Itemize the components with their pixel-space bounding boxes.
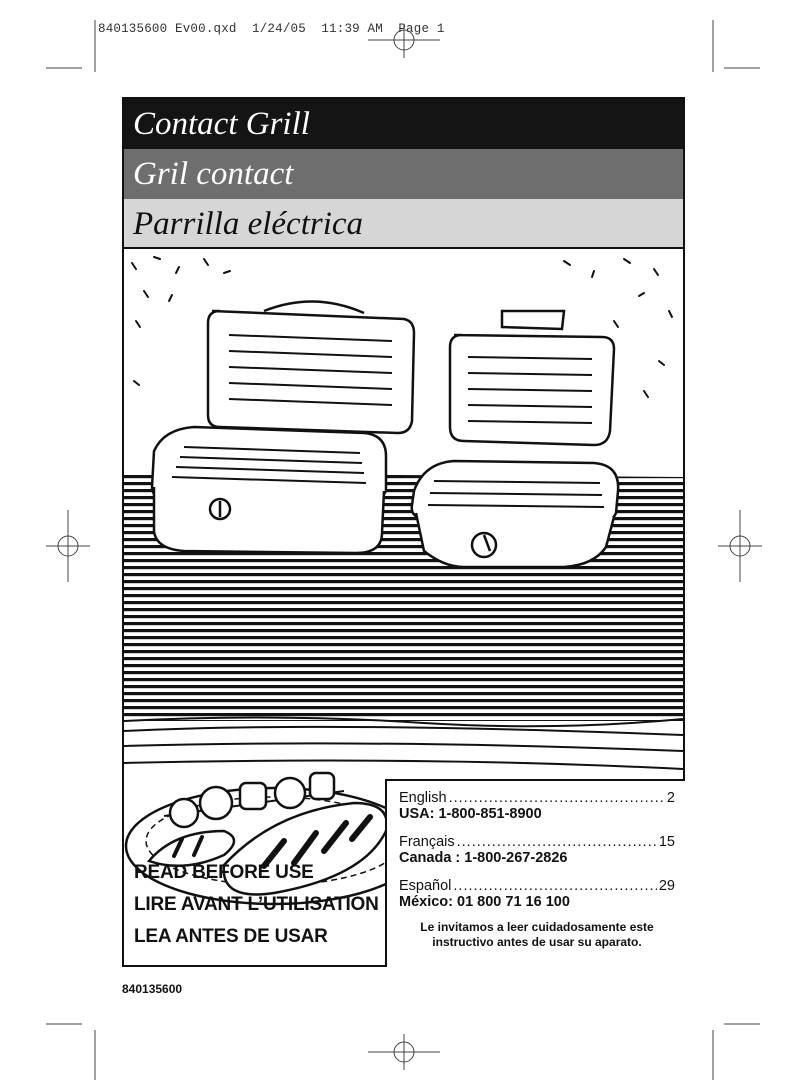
read-before-use-notice: READ BEFORE USE LIRE AVANT L’UTILISATION… <box>134 857 379 953</box>
contents-row-english: English 2 <box>399 790 675 806</box>
print-slug-line: 840135600 Ev00.qxd 1/24/05 11:39 AM Page… <box>98 22 445 36</box>
contents-page: 29 <box>658 878 675 894</box>
spanish-note-line-1: Le invitamos a leer cuidadosamente este <box>420 920 654 934</box>
contents-page: 2 <box>666 790 675 806</box>
registration-mark-top <box>368 24 440 58</box>
title-french: Gril contact <box>124 149 683 199</box>
title-spanish: Parrilla eléctrica <box>124 199 683 249</box>
contents-box: English 2 USA: 1-800-851-8900 Français 1… <box>385 779 685 967</box>
spanish-note: Le invitamos a leer cuidadosamente este … <box>399 920 675 950</box>
contents-page: 15 <box>658 834 675 850</box>
leader-dots <box>449 790 665 806</box>
contents-row-french: Français 15 <box>399 834 675 850</box>
contents-row-spanish: Español 29 <box>399 878 675 894</box>
registration-mark-bottom <box>368 1034 440 1070</box>
read-before-use-english: READ BEFORE USE <box>134 862 314 883</box>
phone-canada: Canada : 1-800-267-2826 <box>399 850 568 866</box>
confetti-marks <box>131 256 673 398</box>
right-grill-drawing <box>410 309 620 569</box>
title-english: Contact Grill <box>124 99 683 149</box>
contents-language: Español <box>399 878 452 894</box>
contents-language: English <box>399 790 447 806</box>
grill-illustration <box>124 256 683 906</box>
part-number: 840135600 <box>122 982 183 996</box>
read-before-use-spanish: LEA ANTES DE USAR <box>134 926 328 947</box>
spanish-note-line-2: instructivo antes de usar su aparato. <box>432 935 642 949</box>
left-grill-drawing <box>150 300 416 555</box>
leader-dots <box>453 878 656 894</box>
food-platter-drawing <box>124 771 424 906</box>
read-before-use-french: LIRE AVANT L’UTILISATION <box>134 894 379 915</box>
phone-mexico: México: 01 800 71 16 100 <box>399 894 570 910</box>
leader-dots <box>457 834 657 850</box>
cover-frame: Contact Grill Gril contact Parrilla eléc… <box>122 97 685 967</box>
contents-language: Français <box>399 834 455 850</box>
registration-mark-right <box>718 510 762 582</box>
registration-mark-left <box>46 510 90 582</box>
phone-usa: USA: 1-800-851-8900 <box>399 806 542 822</box>
